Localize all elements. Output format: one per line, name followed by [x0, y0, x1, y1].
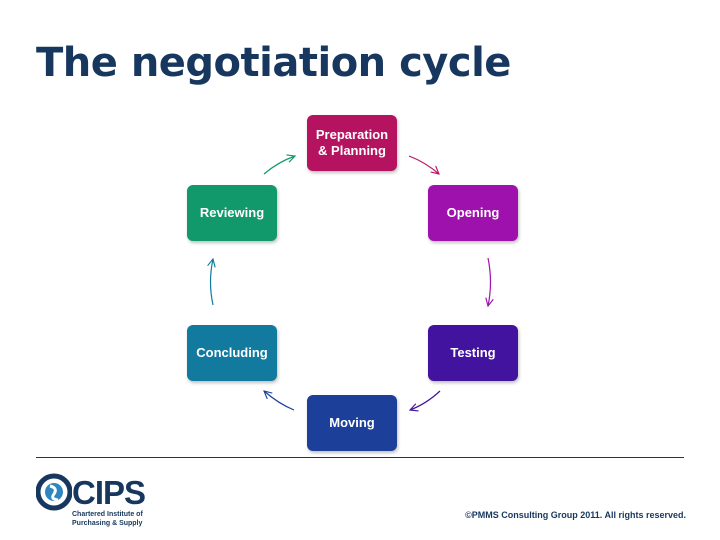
stage-opening: Opening [428, 185, 518, 241]
arrow-concluding-to-reviewing [211, 259, 214, 306]
arrow-reviewing-to-prep [263, 156, 295, 175]
stage-label: Moving [329, 415, 375, 430]
arrow-moving-to-concluding [264, 391, 295, 411]
stage-moving: Moving [307, 395, 397, 451]
stage-preparation-planning: Preparation & Planning [307, 115, 397, 171]
stage-label: Reviewing [199, 205, 265, 220]
logo-subtitle-line2: Purchasing & Supply [72, 520, 143, 527]
copyright-notice: ©PMMS Consulting Group 2011. All rights … [465, 510, 686, 520]
stage-concluding: Concluding [187, 325, 277, 381]
arrow-prep-to-opening [408, 155, 439, 174]
arrow-testing-to-moving [410, 390, 441, 410]
stage-label: Concluding [196, 345, 268, 360]
logo-subtitle: Chartered Institute of Purchasing & Supp… [72, 510, 143, 528]
footer-divider [36, 457, 684, 458]
arrow-opening-to-testing [488, 257, 491, 306]
logo-subtitle-line1: Chartered Institute of [72, 511, 143, 518]
cips-logo-icon [36, 473, 72, 511]
stage-testing: Testing [428, 325, 518, 381]
slide-title: The negotiation cycle [36, 40, 511, 86]
stage-label: Opening [446, 205, 500, 220]
stage-label: Testing [450, 345, 496, 360]
stage-reviewing: Reviewing [187, 185, 277, 241]
stage-label: Preparation & Planning [315, 127, 389, 158]
logo-wordmark: CIPS [72, 474, 146, 511]
